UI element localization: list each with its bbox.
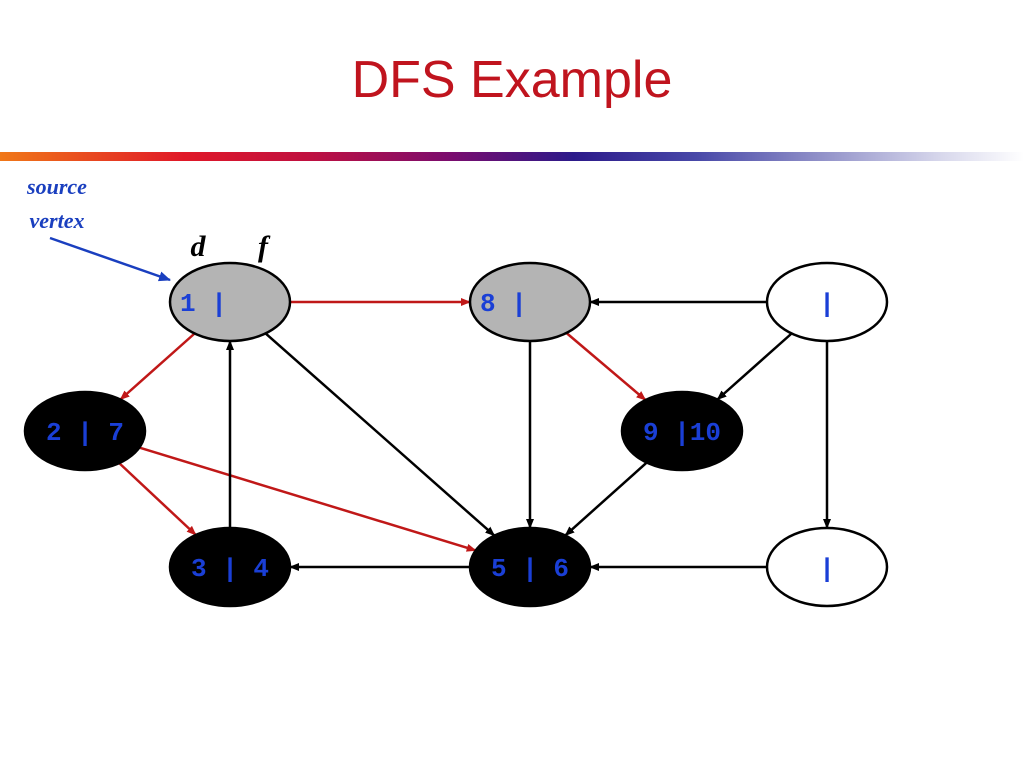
vertex-n9-black-ellipse — [620, 390, 744, 472]
edge-n2-n5-tree — [138, 446, 477, 552]
vertex-n2: 2 | 7 — [23, 390, 147, 472]
slide-title: DFS Example — [351, 51, 673, 109]
edges-layer — [118, 298, 831, 571]
vertex-n5-black-ellipse — [468, 526, 592, 608]
vertex-n9: 9 |10 — [620, 390, 744, 472]
edge-n8-n9-tree — [565, 332, 647, 401]
vertex-nA-label: | — [819, 289, 835, 319]
vertex-n8-label: 8 | — [480, 289, 527, 319]
vertex-nA: | — [765, 261, 889, 343]
vertex-n1: 1 | — [168, 261, 292, 343]
edge-n1-n2-tree — [119, 332, 196, 401]
vertex-n8: 8 | — [468, 261, 592, 343]
vertex-n5: 5 | 6 — [468, 526, 592, 608]
vertex-nB-white-ellipse — [765, 526, 889, 608]
source-pointer-arrow — [49, 236, 171, 282]
source-annotation-line1: source — [26, 174, 87, 199]
vertex-nB-label: | — [819, 554, 835, 584]
edge-n1-n5 — [264, 332, 496, 537]
vertex-nB: | — [765, 526, 889, 608]
vertex-n9-label: 9 |10 — [643, 418, 721, 448]
nodes-layer: 1 | 2 | 7 3 | 4 5 | 6 8 | 9 |10 | | — [23, 261, 889, 608]
vertex-n5-label: 5 | 6 — [491, 554, 569, 584]
vertex-n2-label: 2 | 7 — [46, 418, 124, 448]
vertex-n2-black-ellipse — [23, 390, 147, 472]
vertex-n8-gray-ellipse — [468, 261, 592, 343]
title-divider — [0, 152, 1024, 161]
finish-time-label: f — [258, 230, 271, 263]
edge-nA-n9 — [716, 332, 793, 401]
vertex-n3-label: 3 | 4 — [191, 554, 269, 584]
vertex-n1-gray-ellipse — [168, 261, 292, 343]
edge-n2-n3-tree — [118, 462, 197, 536]
vertex-n3: 3 | 4 — [168, 526, 292, 608]
edge-n9-n5 — [564, 461, 648, 537]
vertex-n3-black-ellipse — [168, 526, 292, 608]
vertex-n1-label: 1 | — [180, 289, 227, 319]
discovery-time-label: d — [191, 230, 207, 263]
vertex-nA-white-ellipse — [765, 261, 889, 343]
source-annotation-line2: vertex — [30, 208, 85, 233]
